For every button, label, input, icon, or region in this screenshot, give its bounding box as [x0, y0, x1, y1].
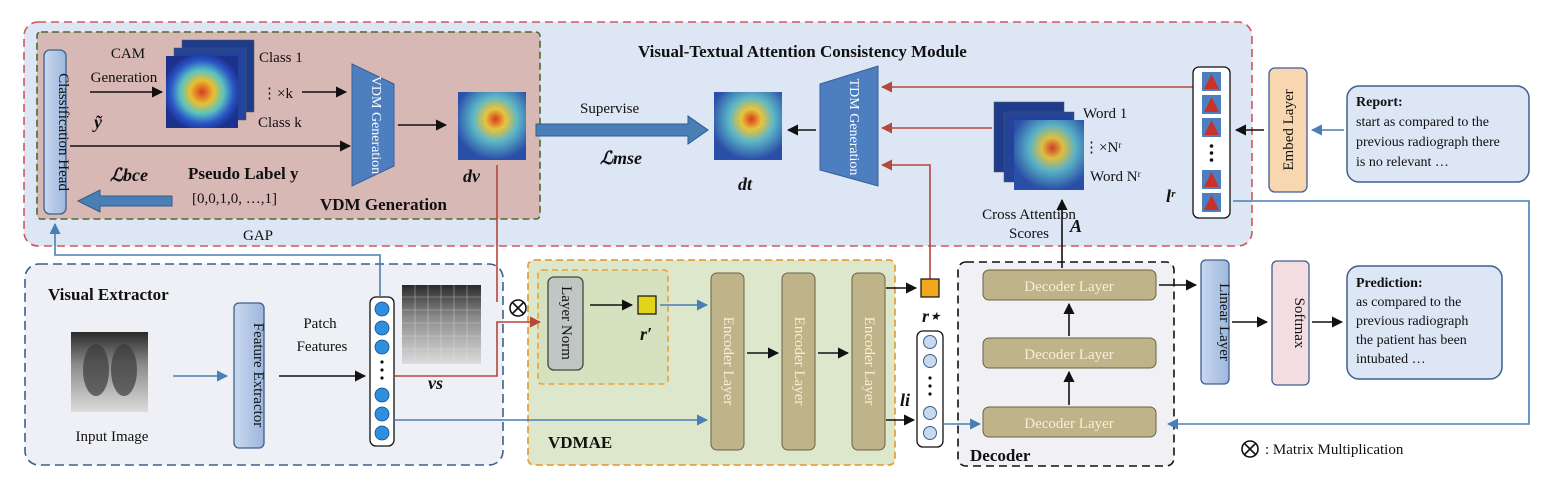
word-nr-label: Word Nʳ — [1090, 169, 1142, 185]
tdm-generation-block — [819, 65, 879, 187]
encoder-layer-1-label: Encoder Layer — [720, 317, 736, 406]
input-xray-image — [71, 332, 148, 412]
softmax-block — [1271, 260, 1310, 386]
pseudo-vector-text: [0,0,1,0, …,1] — [192, 191, 277, 207]
li-label: li — [900, 390, 910, 410]
r-prime-label: r′ — [640, 324, 652, 344]
class-k-label: Class k — [258, 115, 302, 131]
dv-label: dv — [463, 166, 481, 186]
decoder-layer-mid-label: Decoder Layer — [1024, 347, 1114, 363]
report-line-1: start as compared to the — [1356, 115, 1489, 130]
lmse-label: ℒmse — [600, 148, 642, 168]
vdm-generation-block — [351, 63, 395, 187]
vdm-generation-label: VDM Generation — [368, 76, 383, 174]
feature-extractor-block — [233, 302, 265, 449]
report-line-3: is no relevant … — [1356, 155, 1449, 170]
lbce-arrow — [76, 189, 173, 213]
r-star-label: r⋆ — [922, 306, 941, 326]
cam-heatmap-stack — [166, 39, 255, 128]
layer-norm-label: Layer Norm — [558, 286, 574, 360]
gap-label: GAP — [243, 228, 273, 244]
cam-generation-line2: Generation — [91, 70, 158, 86]
prediction-line-1: as compared to the — [1356, 295, 1461, 310]
encoder-layer-3-label: Encoder Layer — [861, 317, 877, 406]
supervise-arrow — [535, 115, 709, 145]
dt-label: dt — [738, 174, 753, 194]
input-image-label: Input Image — [76, 429, 149, 445]
prediction-box — [1346, 265, 1503, 380]
r-star-token — [920, 278, 940, 298]
tdm-generation-label: TDM Generation — [846, 79, 861, 176]
encoder-layer-2-label: Encoder Layer — [791, 317, 807, 406]
encoder-layers — [710, 272, 886, 451]
report-title: Report: — [1356, 95, 1403, 110]
lr-token-markers — [1202, 72, 1221, 212]
patch-grid-image — [402, 285, 481, 364]
vdm-generation-module-bg — [36, 31, 541, 220]
vdmae-title: VDMAE — [548, 433, 612, 452]
prediction-title: Prediction: — [1356, 276, 1423, 291]
decoder-layer-bottom-label: Decoder Layer — [1024, 416, 1114, 432]
decoder-title: Decoder — [970, 446, 1031, 465]
cross-attention-line2: Scores — [1009, 226, 1049, 242]
feature-extractor-label: Feature Extractor — [250, 323, 266, 428]
prediction-line-4: intubated … — [1356, 352, 1426, 367]
classification-head-label: Classification Head — [55, 73, 71, 191]
visual-extractor-title: Visual Extractor — [48, 285, 169, 304]
r-prime-token — [637, 295, 657, 315]
li-token-markers — [923, 335, 937, 440]
cross-attention-line1: Cross Attention — [982, 207, 1076, 223]
linear-layer-label: Linear Layer — [1216, 283, 1232, 361]
prediction-line-3: the patient has been — [1356, 333, 1467, 348]
word-heatmap-stack — [993, 101, 1084, 190]
dt-heatmap — [714, 92, 782, 160]
cam-generation-line1: CAM — [111, 46, 145, 62]
word-1-label: Word 1 — [1083, 106, 1127, 122]
times-nr-label: ⋮×Nʳ — [1084, 140, 1122, 156]
vtac-title: Visual-Textual Attention Consistency Mod… — [638, 42, 967, 61]
dv-heatmap — [458, 92, 526, 160]
lr-label: lʳ — [1166, 186, 1176, 206]
report-box — [1346, 85, 1530, 183]
lbce-label: ℒbce — [110, 165, 148, 185]
a-label: A — [1069, 216, 1082, 236]
linear-layer-block — [1200, 259, 1230, 385]
report-line-2: previous radiograph there — [1356, 135, 1500, 150]
times-k-label: ⋮×k — [262, 86, 293, 102]
embed-layer-block — [1268, 67, 1308, 193]
pseudo-label-text: Pseudo Label y — [188, 164, 299, 183]
vs-token-markers — [374, 301, 390, 441]
decoder-layer-top-label: Decoder Layer — [1024, 279, 1114, 295]
layer-norm-block — [547, 276, 584, 371]
supervise-label: Supervise — [580, 101, 640, 117]
prediction-line-2: previous radiograph — [1356, 314, 1468, 329]
legend-matrix-mult-label: : Matrix Multiplication — [1265, 442, 1404, 458]
softmax-label: Softmax — [1291, 298, 1307, 349]
vs-label: vs — [428, 373, 443, 393]
class-1-label: Class 1 — [259, 50, 303, 66]
y-tilde-label: ỹ — [92, 112, 103, 132]
embed-layer-label: Embed Layer — [1281, 89, 1297, 170]
classification-head-block — [43, 49, 67, 215]
vdm-generation-title: VDM Generation — [320, 195, 448, 214]
patch-features-line2: Features — [297, 339, 348, 355]
patch-features-line1: Patch — [303, 316, 337, 332]
decoder-layers — [982, 269, 1157, 438]
